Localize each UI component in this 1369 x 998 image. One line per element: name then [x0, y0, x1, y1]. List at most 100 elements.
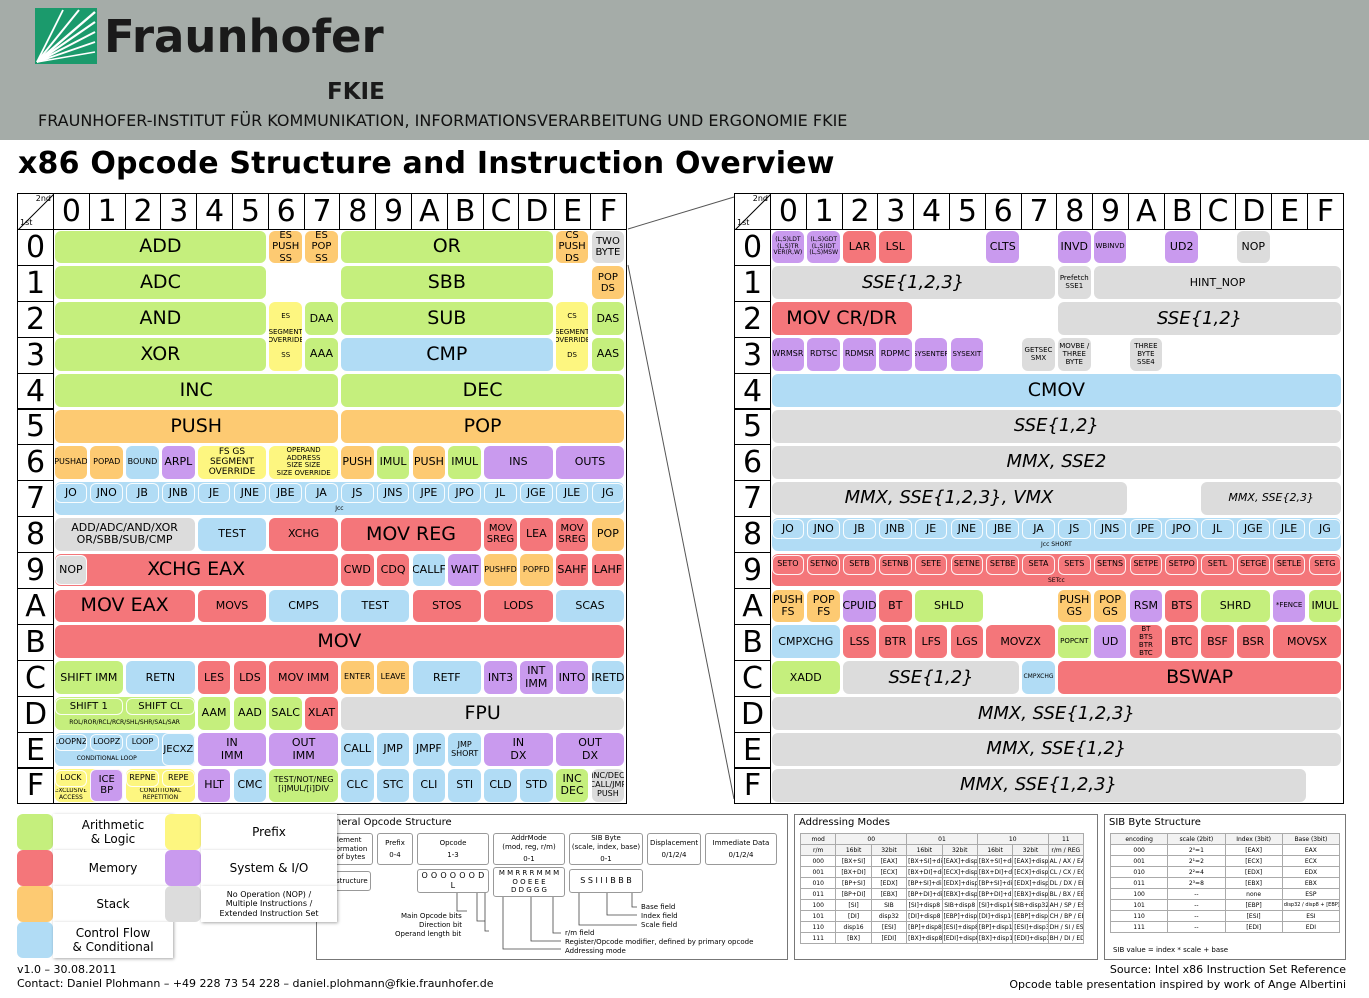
- opcode-cell[interactable]: MOVS: [197, 589, 267, 623]
- opcode-cell[interactable]: JL: [1201, 518, 1234, 539]
- opcode-cell[interactable]: MOV CR/DR: [771, 302, 912, 336]
- opcode-cell[interactable]: RDPMC: [878, 338, 912, 372]
- opcode-cell[interactable]: MOVZX: [986, 625, 1055, 659]
- opcode-cell[interactable]: DAS: [591, 302, 625, 336]
- opcode-cell[interactable]: JLE: [1272, 518, 1306, 539]
- opcode-cell[interactable]: SYSENTER: [914, 338, 948, 372]
- opcode-cell[interactable]: IRETD: [591, 661, 625, 695]
- opcode-cell[interactable]: ES SEGMENT OVERRIDE SS: [269, 302, 303, 372]
- opcode-cell[interactable]: SETNB: [878, 554, 912, 575]
- opcode-cell[interactable]: JLE: [555, 482, 589, 503]
- opcode-cell[interactable]: SHIFT IMM: [54, 661, 124, 695]
- opcode-cell[interactable]: LAHF: [591, 553, 625, 587]
- opcode-cell[interactable]: CWD: [340, 553, 374, 587]
- opcode-cell[interactable]: JB: [126, 482, 159, 503]
- opcode-cell[interactable]: MOV REG: [340, 517, 482, 551]
- opcode-cell[interactable]: BTS: [1165, 589, 1199, 623]
- opcode-cell[interactable]: JGE: [519, 482, 553, 503]
- opcode-cell[interactable]: CALL: [340, 733, 374, 766]
- opcode-cell[interactable]: INC/DEC CALL/JMP PUSH: [591, 769, 625, 802]
- opcode-cell[interactable]: ES POP SS: [305, 230, 338, 264]
- opcode-cell[interactable]: ENTER: [340, 661, 374, 695]
- opcode-cell[interactable]: IMUL: [448, 445, 482, 479]
- opcode-cell[interactable]: FPU: [340, 697, 625, 731]
- opcode-cell[interactable]: LSS: [843, 625, 876, 659]
- opcode-cell[interactable]: JGE: [1236, 518, 1270, 539]
- opcode-cell[interactable]: POP DS: [591, 266, 625, 300]
- opcode-cell[interactable]: PUSH: [54, 410, 338, 443]
- opcode-cell[interactable]: MMX, SSE{1,2,3}: [771, 769, 1306, 802]
- opcode-cell[interactable]: AAA: [305, 338, 338, 372]
- opcode-cell[interactable]: INS: [484, 445, 553, 479]
- opcode-cell[interactable]: XADD: [771, 661, 841, 695]
- opcode-cell[interactable]: *FENCE: [1272, 589, 1306, 623]
- opcode-cell[interactable]: XCHG EAX: [54, 553, 338, 587]
- opcode-cell[interactable]: SETPO: [1165, 554, 1199, 575]
- opcode-cell[interactable]: SETNO: [807, 554, 841, 575]
- opcode-cell[interactable]: LFS: [914, 625, 948, 659]
- opcode-cell[interactable]: JB: [843, 518, 876, 539]
- opcode-cell[interactable]: JNE: [233, 482, 267, 503]
- opcode-cell[interactable]: RDTSC: [807, 338, 841, 372]
- opcode-cell[interactable]: LAR: [843, 230, 876, 264]
- opcode-cell[interactable]: SHIFT 1: [54, 698, 124, 716]
- opcode-cell[interactable]: STOS: [412, 589, 482, 623]
- opcode-cell[interactable]: MOV EAX: [54, 589, 195, 623]
- opcode-cell[interactable]: POPAD: [90, 445, 124, 479]
- opcode-cell[interactable]: BTC: [1165, 625, 1199, 659]
- opcode-cell[interactable]: LEA: [519, 517, 553, 551]
- opcode-cell[interactable]: SSE{1,2}: [843, 661, 1020, 695]
- opcode-cell[interactable]: TEST: [340, 589, 410, 623]
- opcode-cell[interactable]: NOP: [54, 554, 88, 586]
- opcode-cell[interactable]: OPERAND ADDRESS SIZE SIZE SIZE OVERRIDE: [269, 445, 338, 479]
- opcode-cell[interactable]: MMX, SSE{1,2}: [771, 733, 1342, 766]
- opcode-cell[interactable]: JS: [340, 482, 374, 503]
- opcode-cell[interactable]: RETN: [126, 661, 195, 695]
- opcode-cell[interactable]: JA: [305, 482, 338, 503]
- opcode-cell[interactable]: ADC: [54, 266, 267, 300]
- opcode-cell[interactable]: INTO: [555, 661, 589, 695]
- opcode-cell[interactable]: ICE BP: [90, 769, 124, 802]
- opcode-cell[interactable]: BSF: [1201, 625, 1234, 659]
- opcode-cell[interactable]: NOP: [1236, 230, 1270, 264]
- opcode-cell[interactable]: LDS: [233, 661, 267, 695]
- opcode-cell[interactable]: LGS: [950, 625, 984, 659]
- opcode-cell[interactable]: JE: [914, 518, 948, 539]
- opcode-cell[interactable]: JA: [1022, 518, 1055, 539]
- opcode-cell[interactable]: STD: [519, 769, 553, 802]
- opcode-cell[interactable]: CMPXCHG: [1022, 661, 1055, 695]
- opcode-cell[interactable]: CDQ: [376, 553, 410, 587]
- opcode-cell[interactable]: JBE: [986, 518, 1020, 539]
- opcode-cell[interactable]: JNE: [950, 518, 984, 539]
- opcode-cell[interactable]: SHIFT CL: [126, 698, 195, 716]
- opcode-cell[interactable]: REPNE: [126, 770, 159, 787]
- opcode-cell[interactable]: TEST: [197, 517, 267, 551]
- opcode-cell[interactable]: LOOPZ: [90, 734, 124, 752]
- opcode-cell[interactable]: OUT DX: [555, 733, 625, 766]
- opcode-cell[interactable]: DAA: [305, 302, 338, 336]
- opcode-cell[interactable]: ADD: [54, 230, 267, 264]
- opcode-cell[interactable]: ARPL: [161, 445, 195, 479]
- opcode-cell[interactable]: UD: [1093, 625, 1127, 659]
- opcode-cell[interactable]: HLT: [197, 769, 231, 802]
- opcode-cell[interactable]: CLI: [412, 769, 446, 802]
- opcode-cell[interactable]: TEST/NOT/NEG [i]MUL/[i]DIV: [269, 769, 338, 802]
- opcode-cell[interactable]: LEAVE: [376, 661, 410, 695]
- opcode-cell[interactable]: XLAT: [305, 697, 338, 731]
- opcode-cell[interactable]: PUSH FS: [771, 589, 805, 623]
- opcode-cell[interactable]: SYSEXIT: [950, 338, 984, 372]
- opcode-cell[interactable]: OUTS: [555, 445, 625, 479]
- opcode-cell[interactable]: IMUL: [376, 445, 410, 479]
- opcode-cell[interactable]: BOUND: [126, 445, 159, 479]
- opcode-cell[interactable]: GETSEC SMX: [1022, 338, 1055, 372]
- opcode-cell[interactable]: LSL: [878, 230, 912, 264]
- opcode-cell[interactable]: WRMSR: [771, 338, 805, 372]
- opcode-cell[interactable]: SBB: [340, 266, 553, 300]
- opcode-cell[interactable]: RDMSR: [843, 338, 876, 372]
- opcode-cell[interactable]: SETNS: [1093, 554, 1127, 575]
- opcode-cell[interactable]: JE: [197, 482, 231, 503]
- opcode-cell[interactable]: JPO: [448, 482, 482, 503]
- opcode-cell[interactable]: SCAS: [555, 589, 625, 623]
- opcode-cell[interactable]: JO: [771, 518, 805, 539]
- opcode-cell[interactable]: BSR: [1236, 625, 1270, 659]
